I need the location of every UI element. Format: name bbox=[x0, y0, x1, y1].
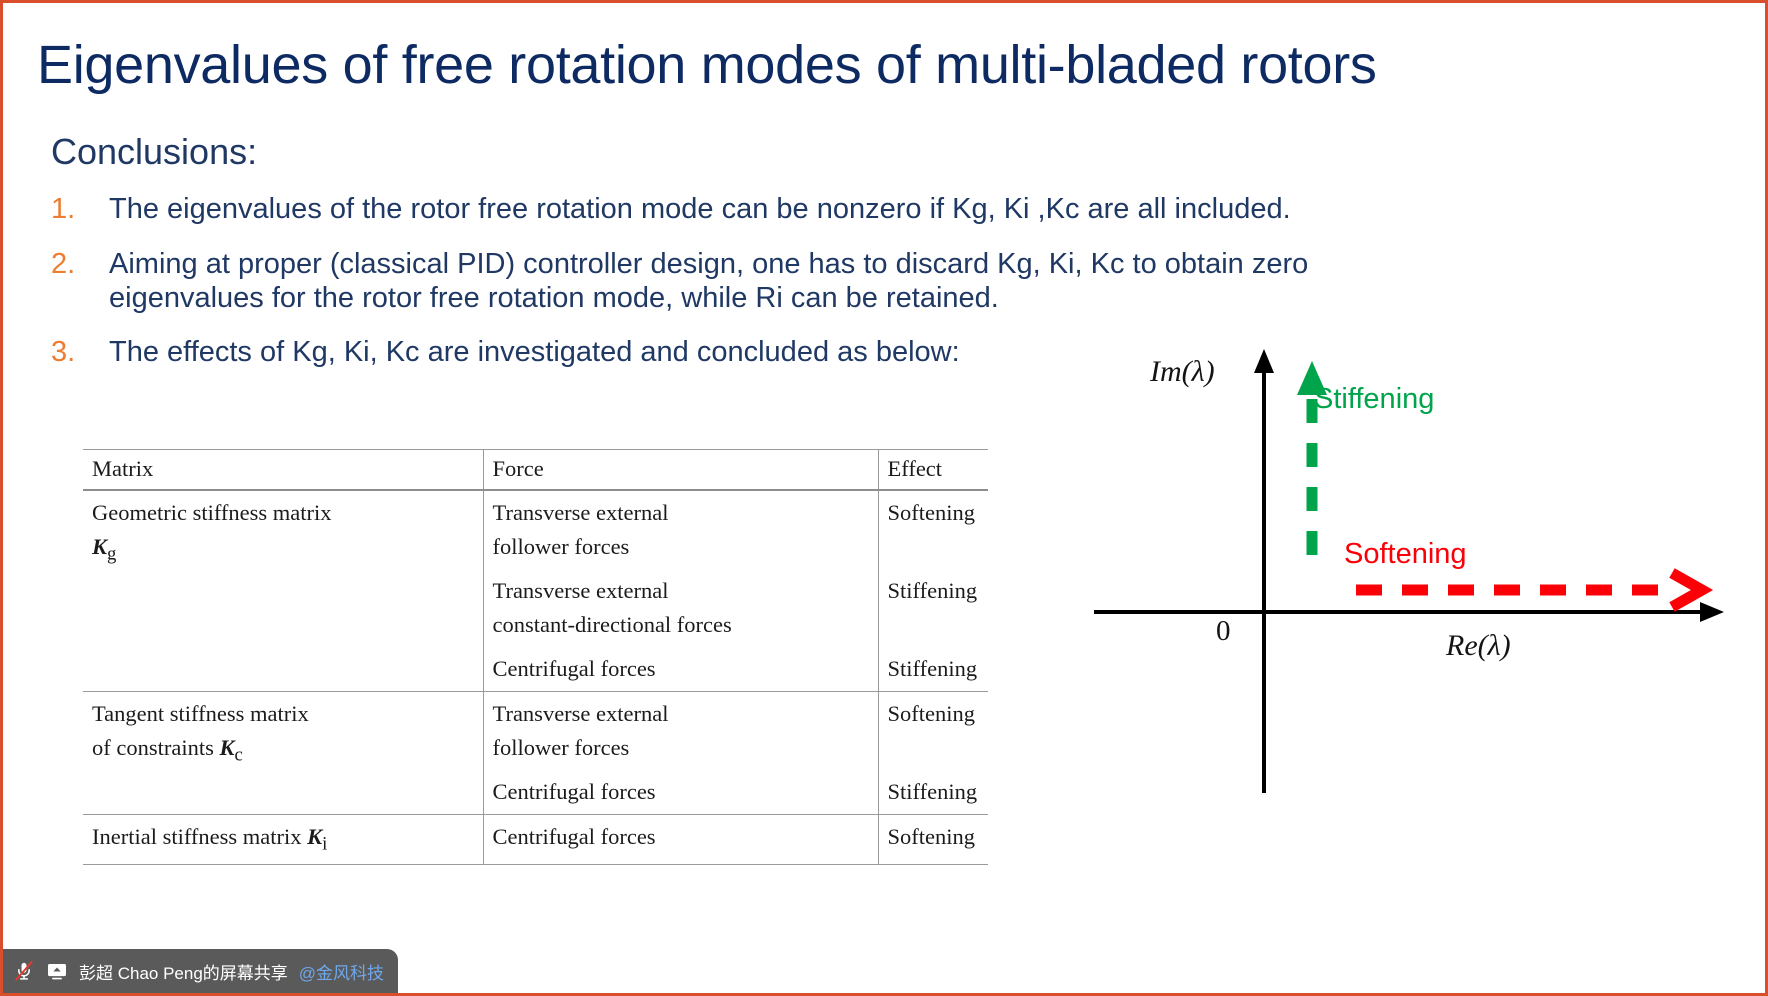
force-line: follower forces bbox=[492, 533, 630, 559]
page-title: Eigenvalues of free rotation modes of mu… bbox=[37, 35, 1377, 95]
table-row: Centrifugal forces Stiffening bbox=[83, 769, 988, 814]
effect-value: Softening bbox=[887, 500, 976, 525]
table-row: Centrifugal forces Stiffening bbox=[83, 646, 988, 692]
cell-force-2a: Transverse external follower forces bbox=[482, 690, 878, 770]
complex-plane-diagram: Im(λ) Re(λ) 0 Stiffening Softening bbox=[1088, 343, 1748, 813]
share-org-label: @金风科技 bbox=[298, 963, 385, 983]
table-row: Geometric stiffness matrix Kg Transverse… bbox=[83, 489, 988, 692]
cell-matrix-geometric: Geometric stiffness matrix Kg bbox=[83, 489, 483, 692]
effect-value: Stiffening bbox=[887, 577, 978, 603]
complex-plane-svg bbox=[1094, 349, 1724, 793]
matrix-symbol-line: Kg bbox=[92, 531, 483, 568]
origin-label: 0 bbox=[1216, 615, 1231, 647]
screen-share-icon[interactable] bbox=[46, 960, 68, 982]
matrix-symbol: K bbox=[307, 823, 323, 849]
conclusion-text-1: The eigenvalues of the rotor free rotati… bbox=[109, 193, 1291, 225]
conclusion-text-2: Aiming at proper (classical PID) control… bbox=[109, 248, 1309, 314]
cell-force-2b: Centrifugal forces bbox=[482, 769, 878, 814]
softening-label: Softening bbox=[1344, 538, 1467, 570]
effect-value: Stiffening bbox=[887, 778, 978, 804]
table-row: Tangent stiffness matrix of constraints … bbox=[83, 690, 988, 814]
cell-matrix-tangent: Tangent stiffness matrix of constraints … bbox=[83, 690, 483, 814]
matrix-name-line: Tangent stiffness matrix bbox=[92, 700, 309, 726]
effect-value: Stiffening bbox=[887, 655, 978, 681]
microphone-muted-icon[interactable] bbox=[13, 960, 35, 982]
cell-effect-1a: Softening bbox=[877, 489, 988, 569]
matrix-name-prefix: Inertial stiffness matrix bbox=[92, 823, 308, 849]
cell-effect-1b: Stiffening bbox=[877, 568, 988, 647]
table-row: Transverse external constant-directional… bbox=[83, 568, 988, 647]
table-header-effect: Effect bbox=[877, 449, 988, 491]
force-line: constant-directional forces bbox=[492, 611, 732, 637]
conclusion-text-3: The effects of Kg, Ki, Kc are investigat… bbox=[109, 336, 960, 368]
softening-arrow bbox=[1356, 568, 1714, 612]
force-line: Centrifugal forces bbox=[492, 655, 656, 681]
matrix-symbol: K bbox=[92, 533, 108, 559]
matrix-symbol-line: of constraints Kc bbox=[92, 732, 483, 769]
matrix-symbol: K bbox=[219, 734, 235, 760]
cell-matrix-inertial: Inertial stiffness matrix Ki bbox=[83, 813, 483, 865]
cell-effect-2a: Softening bbox=[877, 690, 988, 770]
force-line: Centrifugal forces bbox=[492, 823, 656, 849]
matrix-symbol-line: Inertial stiffness matrix Ki bbox=[92, 821, 483, 858]
cell-force-1a: Transverse external follower forces bbox=[482, 489, 878, 569]
table-header-matrix: Matrix bbox=[83, 449, 483, 491]
cell-effect-2b: Stiffening bbox=[877, 769, 988, 814]
force-line: follower forces bbox=[492, 734, 630, 760]
conclusion-item-1: 1. The eigenvalues of the rotor free rot… bbox=[51, 193, 1471, 227]
table-header-row: Matrix Force Effect bbox=[83, 449, 988, 491]
cell-force-1b: Transverse external constant-directional… bbox=[482, 568, 878, 647]
screen-share-status-bar[interactable]: 彭超 Chao Peng的屏幕共享 @金风科技 bbox=[3, 949, 399, 993]
cell-force-3a: Centrifugal forces bbox=[482, 813, 878, 865]
cell-effect-1c: Stiffening bbox=[877, 646, 988, 692]
table-header-force: Force bbox=[482, 449, 878, 491]
matrix-subscript: g bbox=[107, 543, 117, 565]
imaginary-axis bbox=[1254, 349, 1274, 793]
imaginary-axis-label: Im(λ) bbox=[1150, 355, 1215, 388]
matrix-name-prefix: of constraints bbox=[92, 734, 220, 760]
matrix-subscript: i bbox=[322, 833, 328, 854]
conclusion-number-1: 1. bbox=[51, 193, 76, 225]
force-line: Transverse external bbox=[492, 500, 669, 525]
conclusions-heading: Conclusions: bbox=[51, 131, 258, 172]
force-line: Transverse external bbox=[492, 577, 669, 603]
stiffening-label: Stiffening bbox=[1314, 383, 1435, 415]
real-axis bbox=[1094, 602, 1724, 622]
cell-effect-3a: Softening bbox=[877, 813, 988, 865]
real-axis-label: Re(λ) bbox=[1446, 629, 1511, 662]
matrix-name-line: Geometric stiffness matrix bbox=[92, 500, 332, 525]
table-row: Inertial stiffness matrix Ki Centrifugal… bbox=[83, 813, 988, 865]
matrix-subscript: c bbox=[234, 744, 243, 766]
conclusion-number-2: 2. bbox=[51, 248, 76, 280]
effect-value: Softening bbox=[887, 700, 976, 726]
stiffening-arrow bbox=[1297, 361, 1327, 555]
effect-value: Softening bbox=[887, 823, 976, 849]
effects-table: Matrix Force Effect Geometric stiffness … bbox=[83, 449, 988, 865]
force-line: Centrifugal forces bbox=[492, 778, 656, 804]
force-line: Transverse external bbox=[492, 700, 669, 726]
conclusion-item-2: 2. Aiming at proper (classical PID) cont… bbox=[51, 248, 1471, 316]
conclusion-number-3: 3. bbox=[51, 336, 76, 368]
cell-force-1c: Centrifugal forces bbox=[482, 646, 878, 692]
share-owner-label: 彭超 Chao Peng的屏幕共享 bbox=[79, 963, 288, 983]
conclusion-item-3: 3. The effects of Kg, Ki, Kc are investi… bbox=[51, 336, 1471, 370]
